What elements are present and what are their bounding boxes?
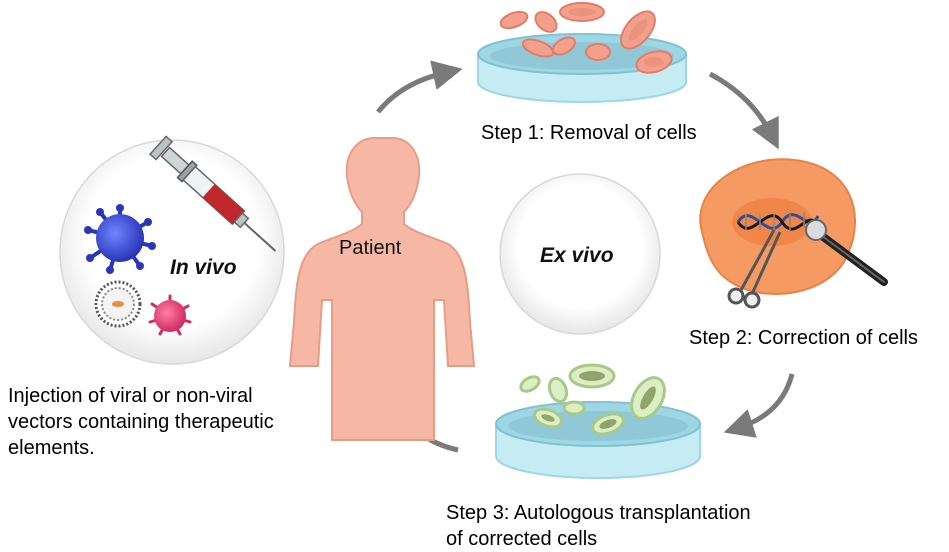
red-blood-cells-center (568, 8, 664, 67)
arrow-step1-to-step2 (708, 71, 779, 150)
red-blood-cells (499, 2, 673, 74)
patient-label: Patient (339, 237, 402, 259)
magnifier-icon (805, 219, 888, 286)
step1-label: Step 1: Removal of cells (481, 120, 697, 146)
corrected-cells (519, 363, 666, 436)
in-vivo-label: In vivo (170, 256, 237, 279)
step2-label-line: Step 2: Correction of cells (689, 327, 918, 349)
in-vivo-caption-line-1: Injection of viral or non-viral (8, 385, 253, 407)
step3-dish-icon (495, 401, 701, 479)
blue-virus-icon (84, 204, 156, 274)
arrow-patient-to-step1 (376, 60, 463, 114)
arrow-step2-to-step3 (723, 373, 795, 438)
step3-label-line-1: Step 3: Autologous transplantation (446, 502, 751, 524)
ex-vivo-circle (499, 173, 661, 335)
patient-silhouette (288, 137, 476, 441)
corrected-cell-nuclei (541, 371, 656, 429)
pink-virus-icon (148, 294, 192, 336)
dna-icon (736, 212, 820, 231)
in-vivo-caption-line-2: vectors containing therapeutic (8, 411, 274, 433)
step2-label: Step 2: Correction of cells (689, 325, 918, 351)
in-vivo-caption: Injection of viral or non-viral vectors … (8, 383, 274, 461)
ex-vivo-label: Ex vivo (540, 244, 614, 267)
step3-label-line-2: of corrected cells (446, 528, 598, 550)
step1-label-line: Step 1: Removal of cells (481, 122, 697, 144)
step3-label: Step 3: Autologous transplantation of co… (446, 500, 751, 552)
in-vivo-caption-line-3: elements. (8, 437, 95, 459)
liposome-icon (94, 280, 142, 328)
syringe-icon (149, 135, 277, 252)
scissors-icon (727, 229, 782, 309)
